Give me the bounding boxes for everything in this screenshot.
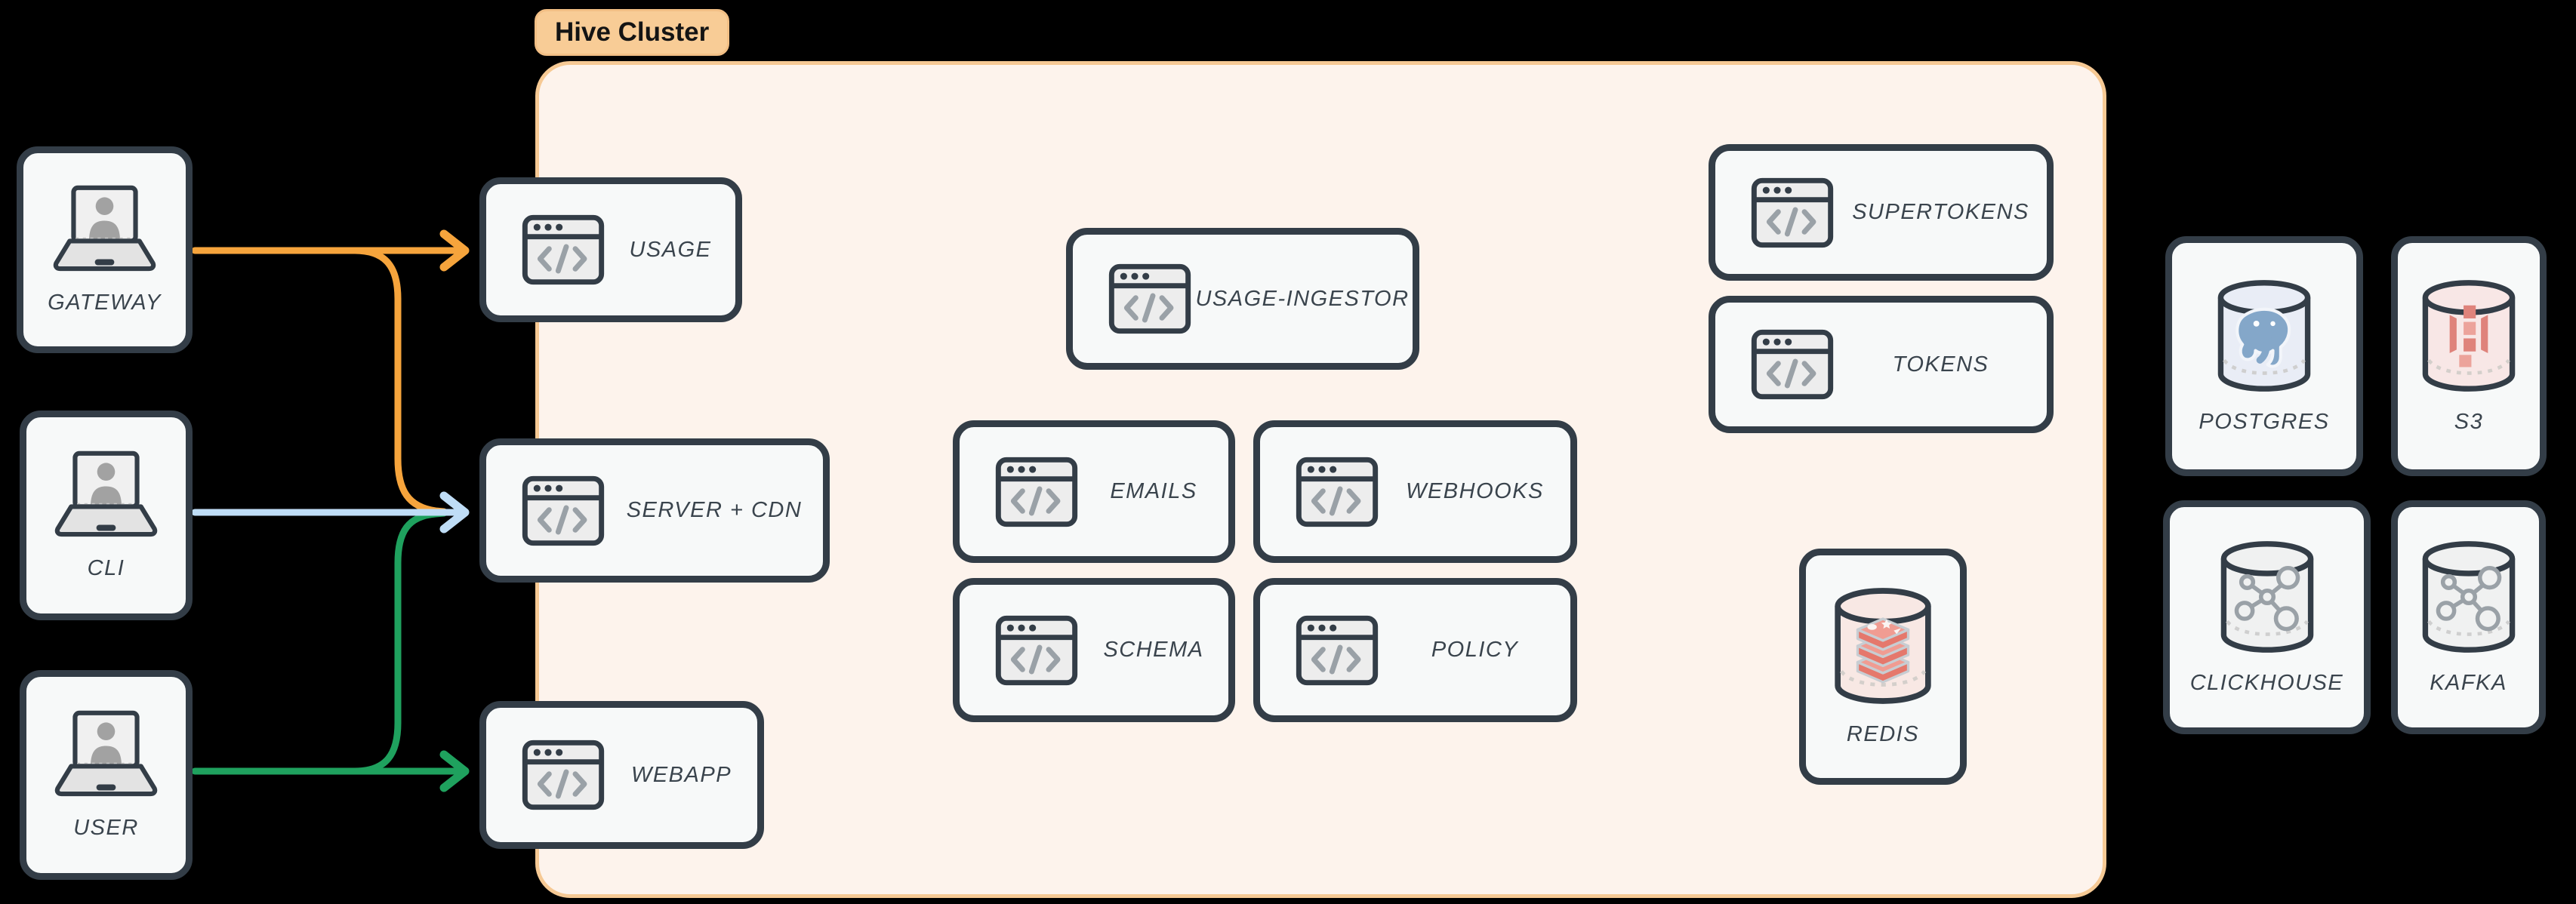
service-label: EMAILS (1110, 479, 1197, 503)
edge-gateway-servercdn (351, 247, 448, 515)
actor-label: GATEWAY (48, 290, 162, 315)
service-node-emails: EMAILS (953, 420, 1235, 563)
code-window-icon (1750, 328, 1835, 401)
laptop-user-icon (44, 450, 168, 540)
service-node-schema: SCHEMA (953, 578, 1235, 722)
arrowhead-servercdn-icon (439, 491, 470, 533)
service-node-usage-ingestor: USAGE-INGESTOR (1066, 228, 1419, 370)
code-window-icon (1295, 456, 1379, 528)
service-label: SERVER + CDN (626, 498, 803, 522)
cache-node-redis: REDIS (1799, 549, 1967, 785)
code-window-icon (994, 614, 1079, 687)
service-node-webapp: WEBAPP (479, 701, 764, 849)
database-label: CLICKHOUSE (2189, 670, 2344, 695)
redis-database-icon (1830, 586, 1936, 706)
service-node-webhooks: WEBHOOKS (1253, 420, 1577, 563)
service-node-server-cdn: SERVER + CDN (479, 438, 830, 583)
service-node-supertokens: SUPERTOKENS (1709, 144, 2054, 281)
service-label: USAGE (629, 237, 712, 262)
service-node-policy: POLICY (1253, 578, 1577, 722)
database-node-clickhouse: CLICKHOUSE (2163, 500, 2371, 734)
arrowhead-usage-icon (439, 229, 470, 272)
database-node-kafka: KAFKA (2391, 500, 2546, 734)
service-label: WEBHOOKS (1406, 479, 1544, 503)
database-node-postgres: POSTGRES (2165, 236, 2363, 476)
service-label: USAGE-INGESTOR (1195, 286, 1410, 311)
actor-node-gateway: GATEWAY (17, 146, 193, 353)
code-window-icon (1295, 614, 1379, 687)
database-node-s3: S3 (2391, 236, 2547, 476)
database-label: POSTGRES (2199, 409, 2330, 434)
database-label: S3 (2454, 409, 2484, 434)
service-label: TOKENS (1892, 352, 1989, 377)
service-label: POLICY (1431, 638, 1519, 662)
network-database-icon (2418, 540, 2519, 654)
code-window-icon (521, 739, 605, 811)
service-label: WEBAPP (630, 762, 732, 787)
laptop-user-icon (42, 185, 167, 274)
service-node-usage: USAGE (479, 177, 742, 322)
s3-database-icon (2418, 278, 2519, 393)
hive-cluster-badge: Hive Cluster (535, 9, 730, 56)
laptop-user-icon (44, 710, 168, 799)
service-label: SUPERTOKENS (1852, 200, 2029, 224)
postgres-database-icon (2214, 278, 2315, 393)
code-window-icon (521, 475, 605, 547)
code-window-icon (521, 214, 605, 286)
code-window-icon (994, 456, 1079, 528)
actor-node-cli: CLI (20, 410, 193, 620)
actor-label: USER (73, 815, 139, 840)
code-window-icon (1750, 177, 1835, 249)
service-label: SCHEMA (1103, 638, 1204, 662)
network-database-icon (2217, 540, 2318, 654)
service-node-tokens: TOKENS (1709, 296, 2054, 433)
actor-node-user: USER (20, 670, 193, 880)
cache-label: REDIS (1846, 722, 1920, 746)
database-label: KAFKA (2430, 670, 2507, 695)
actor-label: CLI (87, 555, 125, 580)
arrowhead-webapp-icon (439, 750, 470, 792)
edge-user-servercdn (351, 509, 448, 775)
code-window-icon (1108, 263, 1192, 335)
